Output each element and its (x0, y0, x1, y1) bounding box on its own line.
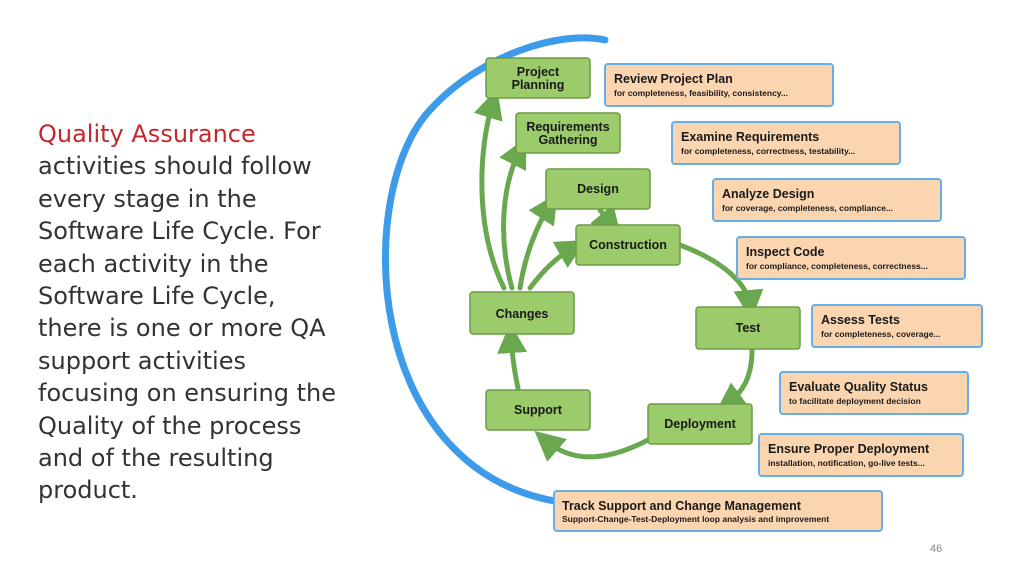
qa-ensure-proper-deployment: Ensure Proper Deployment installation, n… (758, 433, 964, 477)
qa-assess-tests: Assess Tests for completeness, coverage.… (811, 304, 983, 348)
stage-construction: Construction (575, 224, 681, 266)
slide-body: activities should follow every stage in … (38, 152, 336, 505)
stage-label: Changes (496, 307, 549, 321)
qa-title: Track Support and Change Management (562, 499, 802, 513)
qa-title: Assess Tests (821, 313, 900, 327)
stage-design: Design (545, 168, 651, 210)
qa-analyze-design: Analyze Design for coverage, completenes… (712, 178, 942, 222)
stage-label: Deployment (664, 417, 736, 431)
stage-label: Test (736, 321, 762, 335)
stage-project-planning: Project Planning (485, 57, 591, 99)
lifecycle-stages: Project Planning Requirements Gathering … (469, 57, 801, 445)
stage-label-line2: Gathering (538, 133, 597, 147)
arrow-changes-to-requirements (499, 137, 527, 291)
qa-subtitle: for completeness, feasibility, consisten… (614, 88, 788, 98)
stage-label: Design (577, 182, 619, 196)
qa-subtitle: to facilitate deployment decision (789, 396, 921, 406)
qa-subtitle: for compliance, completeness, correctnes… (746, 261, 928, 271)
qa-title: Analyze Design (722, 187, 814, 201)
qa-subtitle: Support-Change-Test-Deployment loop anal… (562, 514, 829, 524)
arrow-changes-to-planning (473, 88, 507, 291)
qa-examine-requirements: Examine Requirements for completeness, c… (671, 121, 901, 165)
qa-evaluate-quality-status: Evaluate Quality Status to facilitate de… (779, 371, 969, 415)
slide-text: Quality Assurance activities should foll… (38, 118, 338, 507)
qa-subtitle: for coverage, completeness, compliance..… (722, 203, 893, 213)
flow-arrows (473, 88, 764, 462)
qa-title: Ensure Proper Deployment (768, 442, 930, 456)
outer-feedback-loop (381, 34, 609, 506)
stage-label: Support (514, 403, 563, 417)
qa-title: Evaluate Quality Status (789, 380, 928, 394)
stage-label-line2: Planning (512, 78, 565, 92)
arrow-changes-to-design (517, 193, 558, 291)
arrow-support-to-changes (497, 323, 528, 391)
arrow-construction-to-test (677, 242, 764, 320)
arrow-test-to-deployment (715, 347, 755, 413)
arrow-deployment-to-support (534, 430, 651, 462)
stage-requirements-gathering: Requirements Gathering (515, 112, 621, 154)
qa-subtitle: for completeness, correctness, testabili… (681, 146, 855, 156)
qa-review-project-plan: Review Project Plan for completeness, fe… (604, 63, 834, 107)
qa-subtitle: for completeness, coverage... (821, 329, 941, 339)
qa-inspect-code: Inspect Code for compliance, completenes… (736, 236, 966, 280)
qa-title: Examine Requirements (681, 130, 819, 144)
stage-label-line1: Project (517, 65, 560, 79)
arrow-design-to-construction (590, 204, 621, 237)
slide-heading: Quality Assurance (38, 120, 256, 148)
qa-activities: Review Project Plan for completeness, fe… (553, 63, 983, 532)
stage-label-line1: Requirements (526, 120, 609, 134)
qa-title: Review Project Plan (614, 72, 733, 86)
page-number: 46 (930, 543, 943, 555)
qa-track-support-change: Track Support and Change Management Supp… (553, 490, 883, 532)
stage-deployment: Deployment (647, 403, 753, 445)
stage-test: Test (695, 306, 801, 350)
stage-changes: Changes (469, 291, 575, 335)
qa-subtitle: installation, notification, go-live test… (768, 458, 925, 468)
qa-title: Inspect Code (746, 245, 825, 259)
stage-support: Support (485, 389, 591, 431)
arrow-changes-to-construction (527, 240, 587, 291)
stage-label: Construction (589, 238, 667, 252)
